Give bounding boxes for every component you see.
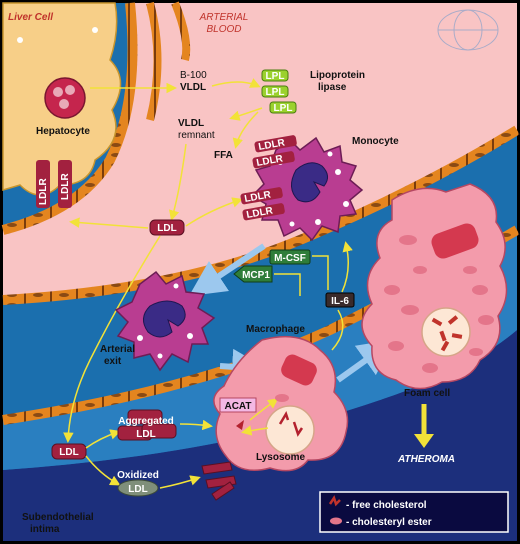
ldl-blood-label: LDL	[157, 223, 176, 234]
ldlr-label: LDLR	[60, 173, 71, 200]
liver-cell-label: Liver Cell	[8, 12, 53, 23]
liver-ldlr-receptors: LDLR LDLR	[36, 160, 72, 208]
endothelium-artery-lower	[2, 125, 520, 305]
arrow-lysosome-free	[241, 425, 269, 436]
oxidized-ldl	[117, 479, 159, 497]
cholesteryl-ester-icon	[330, 517, 342, 525]
lipase-label: lipase	[318, 82, 347, 93]
arrow-remnant-ldl	[169, 143, 187, 221]
arrow-ldl-intima	[63, 235, 161, 443]
ldlr-label: LDLR	[244, 189, 273, 205]
acat-label: ACAT	[224, 401, 251, 412]
ldl-intima	[51, 443, 87, 460]
blood-label: BLOOD	[206, 24, 241, 35]
nucleolus	[53, 87, 63, 97]
m-csf-line	[312, 255, 329, 290]
nucleolus	[65, 85, 75, 95]
legend-free-label: - free cholesterol	[346, 500, 427, 511]
mcp1-label: MCP1	[242, 270, 270, 281]
acat-badge	[219, 397, 257, 413]
arrow-lpl-ffa	[232, 111, 259, 149]
arrow-oxidized-receptor	[159, 475, 201, 489]
monocyte-ldlr-receptors: LDLR LDLR LDLR LDLR	[240, 135, 297, 221]
legend-ester-label: - cholesteryl ester	[346, 517, 432, 528]
vldl-remnant-label: VLDL	[178, 118, 204, 129]
oxidized-label: Oxidized	[117, 470, 159, 481]
arrow-ldl-monocyte	[185, 197, 243, 227]
endothelium-top-left	[146, 1, 162, 121]
atheroma-label: ATHEROMA	[397, 454, 455, 465]
endothelium-top-mid	[171, 1, 191, 61]
foam-cell-esters	[384, 235, 494, 373]
legend: - free cholesterol - cholesteryl ester	[319, 491, 509, 533]
foam-cell-cholesterol	[431, 315, 463, 352]
arrow-ldl-oxidized	[85, 455, 121, 486]
aggregated-ldl-label: LDL	[136, 429, 155, 440]
arrow-monocyte-migration	[189, 243, 266, 296]
ldlr-label: LDLR	[256, 153, 285, 169]
watermark-globe	[437, 9, 499, 51]
vesicle	[92, 27, 98, 33]
remnant-label: remnant	[178, 130, 215, 141]
nucleolus	[59, 99, 69, 109]
ldlr-label: LDLR	[246, 205, 275, 221]
foam-cell-lysosome	[421, 307, 471, 357]
scavenger-receptors	[201, 461, 237, 501]
oxidized-ldl-label: LDL	[128, 484, 147, 495]
lpl-label: LPL	[266, 71, 285, 82]
ldl-intima-label: LDL	[59, 447, 78, 458]
arterial-exit-label-2: exit	[104, 356, 122, 367]
ldlr-label: LDLR	[38, 178, 49, 205]
arterial-exit-label-1: Arterial	[100, 344, 135, 355]
aggregated-ldl	[117, 409, 177, 441]
exiting-macrophage-nucleus	[143, 300, 186, 338]
lpl-label: LPL	[274, 103, 293, 114]
intima-label: intima	[30, 524, 60, 535]
macrophage-nucleus	[281, 354, 317, 386]
mcp1-line	[274, 273, 301, 296]
il6-badge	[325, 292, 355, 308]
il6-from-macrophage	[331, 309, 344, 351]
subendothelial-label: Subendothelial	[22, 512, 94, 523]
lysosome-cholesterol	[278, 411, 304, 437]
m-csf-badge	[269, 249, 311, 265]
hepatocyte-label: Hepatocyte	[36, 126, 90, 137]
arrow-ldl-aggregated	[85, 429, 121, 449]
arrow-lpl-remnant	[229, 107, 263, 121]
monocyte-label: Monocyte	[352, 136, 399, 147]
ffa-label: FFA	[214, 150, 233, 161]
mcp1-badge	[233, 265, 273, 283]
vesicle	[17, 37, 23, 43]
il6-label: IL-6	[331, 296, 349, 307]
m-csf-label: M-CSF	[274, 253, 306, 264]
b100-label: B-100	[180, 70, 207, 81]
free-cholesterol-icon	[328, 495, 341, 507]
hepatocyte-nucleus	[44, 77, 86, 119]
monocyte-nucleus	[291, 162, 328, 203]
endothelium-liver	[1, 2, 138, 235]
arrow-aggregated-macrophage	[179, 419, 213, 431]
ldl-blood	[149, 219, 185, 236]
arrow-vldl-lpl	[211, 78, 261, 88]
free-cholesterol-mark	[236, 420, 244, 430]
aggregated-label: Aggregated	[118, 416, 174, 427]
lysosome	[265, 405, 315, 455]
foam-cell-label: Foam cell	[404, 388, 450, 399]
macrophage-label: Macrophage	[246, 324, 305, 335]
arrow-free-ester	[249, 398, 279, 421]
arrow-atheroma-head	[414, 434, 434, 448]
lipoprotein-label: Lipoprotein	[310, 70, 365, 81]
foam-cell-nucleus	[431, 223, 479, 259]
lpl-label: LPL	[266, 87, 285, 98]
lpl-cluster: LPL LPL LPL	[261, 69, 297, 114]
ldlr-label: LDLR	[258, 137, 287, 153]
arrow-ldl-liver	[69, 217, 149, 229]
lysosome-label: Lysosome	[256, 452, 306, 463]
vldl-label: VLDL	[180, 82, 206, 93]
ester-mark	[275, 394, 289, 402]
arrow-il6-monocyte	[341, 241, 353, 293]
arterial-label: ARTERIAL	[199, 12, 249, 23]
